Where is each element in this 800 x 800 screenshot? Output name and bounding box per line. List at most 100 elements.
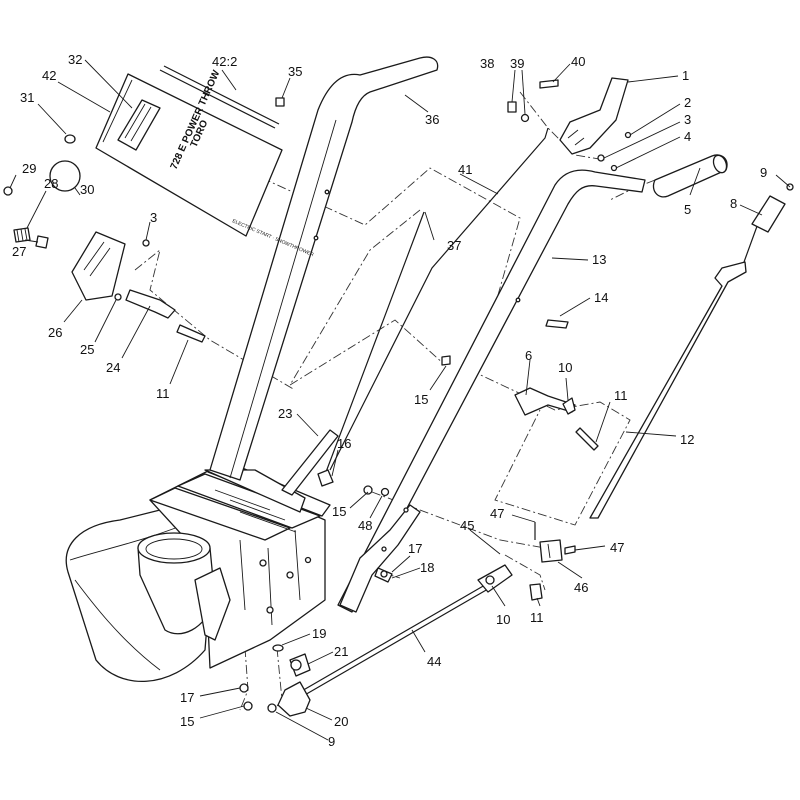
bolt-40 bbox=[539, 79, 559, 89]
washer-29 bbox=[3, 186, 13, 196]
callout-35: 35 bbox=[288, 64, 302, 79]
strip-42-2-b bbox=[163, 65, 280, 125]
panel-edge bbox=[102, 79, 133, 143]
control-panel: TORO 728 E POWER THROW ELECTRIC START · … bbox=[64, 65, 315, 258]
callout-30: 30 bbox=[80, 182, 94, 197]
pin-19 bbox=[272, 644, 284, 652]
shift-rod bbox=[589, 183, 794, 519]
right-handle-lower-plate bbox=[339, 504, 421, 613]
callout-14: 14 bbox=[594, 290, 608, 305]
left-handle bbox=[209, 56, 439, 496]
callout-3: 3 bbox=[684, 112, 691, 127]
dash-washer-17 bbox=[239, 647, 249, 711]
frame-hole-3 bbox=[266, 606, 274, 614]
nut-25 bbox=[114, 293, 122, 301]
callout-28: 28 bbox=[44, 176, 58, 191]
decal-32-lines bbox=[124, 103, 152, 142]
leader-47-top bbox=[511, 514, 536, 523]
leader-25 bbox=[94, 299, 117, 343]
leader-36 bbox=[404, 94, 429, 113]
leader-12 bbox=[625, 431, 677, 437]
callout-8: 8 bbox=[730, 196, 737, 211]
callout-26: 26 bbox=[48, 325, 62, 340]
fitting-21-ring bbox=[290, 659, 302, 671]
leader-14 bbox=[559, 297, 591, 317]
frame-top-plate-2 bbox=[177, 473, 321, 529]
frame-hole-2 bbox=[286, 571, 294, 579]
leader-11-bottom bbox=[536, 597, 541, 607]
callout-17-upper: 17 bbox=[408, 541, 422, 556]
leader-45 bbox=[469, 529, 501, 555]
dash-grip-5 bbox=[609, 179, 656, 201]
leader-44 bbox=[411, 629, 426, 653]
callout-40: 40 bbox=[571, 54, 585, 69]
lever-assembly bbox=[507, 77, 632, 172]
leader-28 bbox=[26, 190, 47, 229]
leader-4 bbox=[615, 136, 681, 169]
dash-control-bracket bbox=[134, 248, 296, 391]
bracket-6-group bbox=[441, 319, 599, 451]
callout-5: 5 bbox=[684, 202, 691, 217]
leader-32 bbox=[84, 59, 133, 109]
callout-21: 21 bbox=[334, 644, 348, 659]
frame-top-plate-1 bbox=[149, 487, 291, 541]
plate-hole-1 bbox=[381, 546, 387, 552]
callout-10-top: 10 bbox=[558, 360, 572, 375]
leader-13 bbox=[551, 257, 589, 261]
leader-11-left bbox=[169, 339, 189, 385]
callout-46: 46 bbox=[574, 580, 588, 595]
callout-6: 6 bbox=[525, 348, 532, 363]
screw-35 bbox=[275, 97, 285, 107]
control-rods bbox=[317, 127, 549, 487]
callout-23: 23 bbox=[278, 406, 292, 421]
leader-31 bbox=[37, 103, 67, 135]
callouts: 1 2 3 4 5 9 8 38 39 40 32 42:2 35 42 31 … bbox=[12, 52, 767, 749]
leader-3-left bbox=[145, 221, 151, 241]
right-handle bbox=[337, 169, 646, 613]
callout-11-bottom: 11 bbox=[530, 610, 544, 625]
nut-15-lower bbox=[243, 701, 253, 711]
leader-20 bbox=[305, 707, 333, 721]
nut-15-upper bbox=[380, 487, 390, 497]
cable-rod-44 bbox=[299, 584, 486, 693]
frame-hole-1 bbox=[259, 559, 267, 567]
washer-48 bbox=[363, 485, 373, 495]
callout-11-left: 11 bbox=[156, 386, 170, 401]
lower-handle-brace bbox=[281, 429, 339, 496]
leader-1 bbox=[627, 75, 679, 83]
leader-24 bbox=[121, 305, 151, 359]
right-handle-hole bbox=[515, 297, 521, 303]
leader-11-mid bbox=[595, 401, 611, 443]
auger-housing bbox=[65, 461, 331, 682]
lower-linkage bbox=[299, 485, 576, 697]
callout-10-bottom: 10 bbox=[496, 612, 510, 627]
dash-decal-to-handle bbox=[261, 167, 521, 296]
leader-17-lower bbox=[199, 687, 241, 697]
callout-15-upper: 15 bbox=[332, 504, 346, 519]
callout-44: 44 bbox=[427, 654, 441, 669]
frame-ribs bbox=[214, 489, 297, 533]
bottom-bracket bbox=[239, 644, 311, 717]
washer-17-lower bbox=[239, 683, 249, 693]
callout-16: 16 bbox=[337, 436, 351, 451]
leader-lines bbox=[9, 59, 791, 741]
callout-47-right: 47 bbox=[610, 540, 624, 555]
callout-29: 29 bbox=[22, 161, 36, 176]
callout-24: 24 bbox=[106, 360, 120, 375]
leader-17-upper bbox=[391, 555, 411, 573]
bolt-11-lower bbox=[529, 583, 543, 601]
nut-15-mid bbox=[441, 355, 451, 366]
callout-37: 37 bbox=[447, 238, 461, 253]
shift-rod-12 bbox=[589, 261, 747, 519]
callout-15-mid: 15 bbox=[414, 392, 428, 407]
leader-6 bbox=[525, 359, 531, 396]
callout-17-lower: 17 bbox=[180, 690, 194, 705]
leader-15-mid bbox=[429, 365, 447, 391]
left-control-block bbox=[3, 160, 206, 343]
callout-47-top: 47 bbox=[490, 506, 504, 521]
callout-4: 4 bbox=[684, 129, 691, 144]
callout-27: 27 bbox=[12, 244, 26, 259]
nut-9 bbox=[267, 703, 277, 713]
pin-27 bbox=[35, 235, 49, 249]
